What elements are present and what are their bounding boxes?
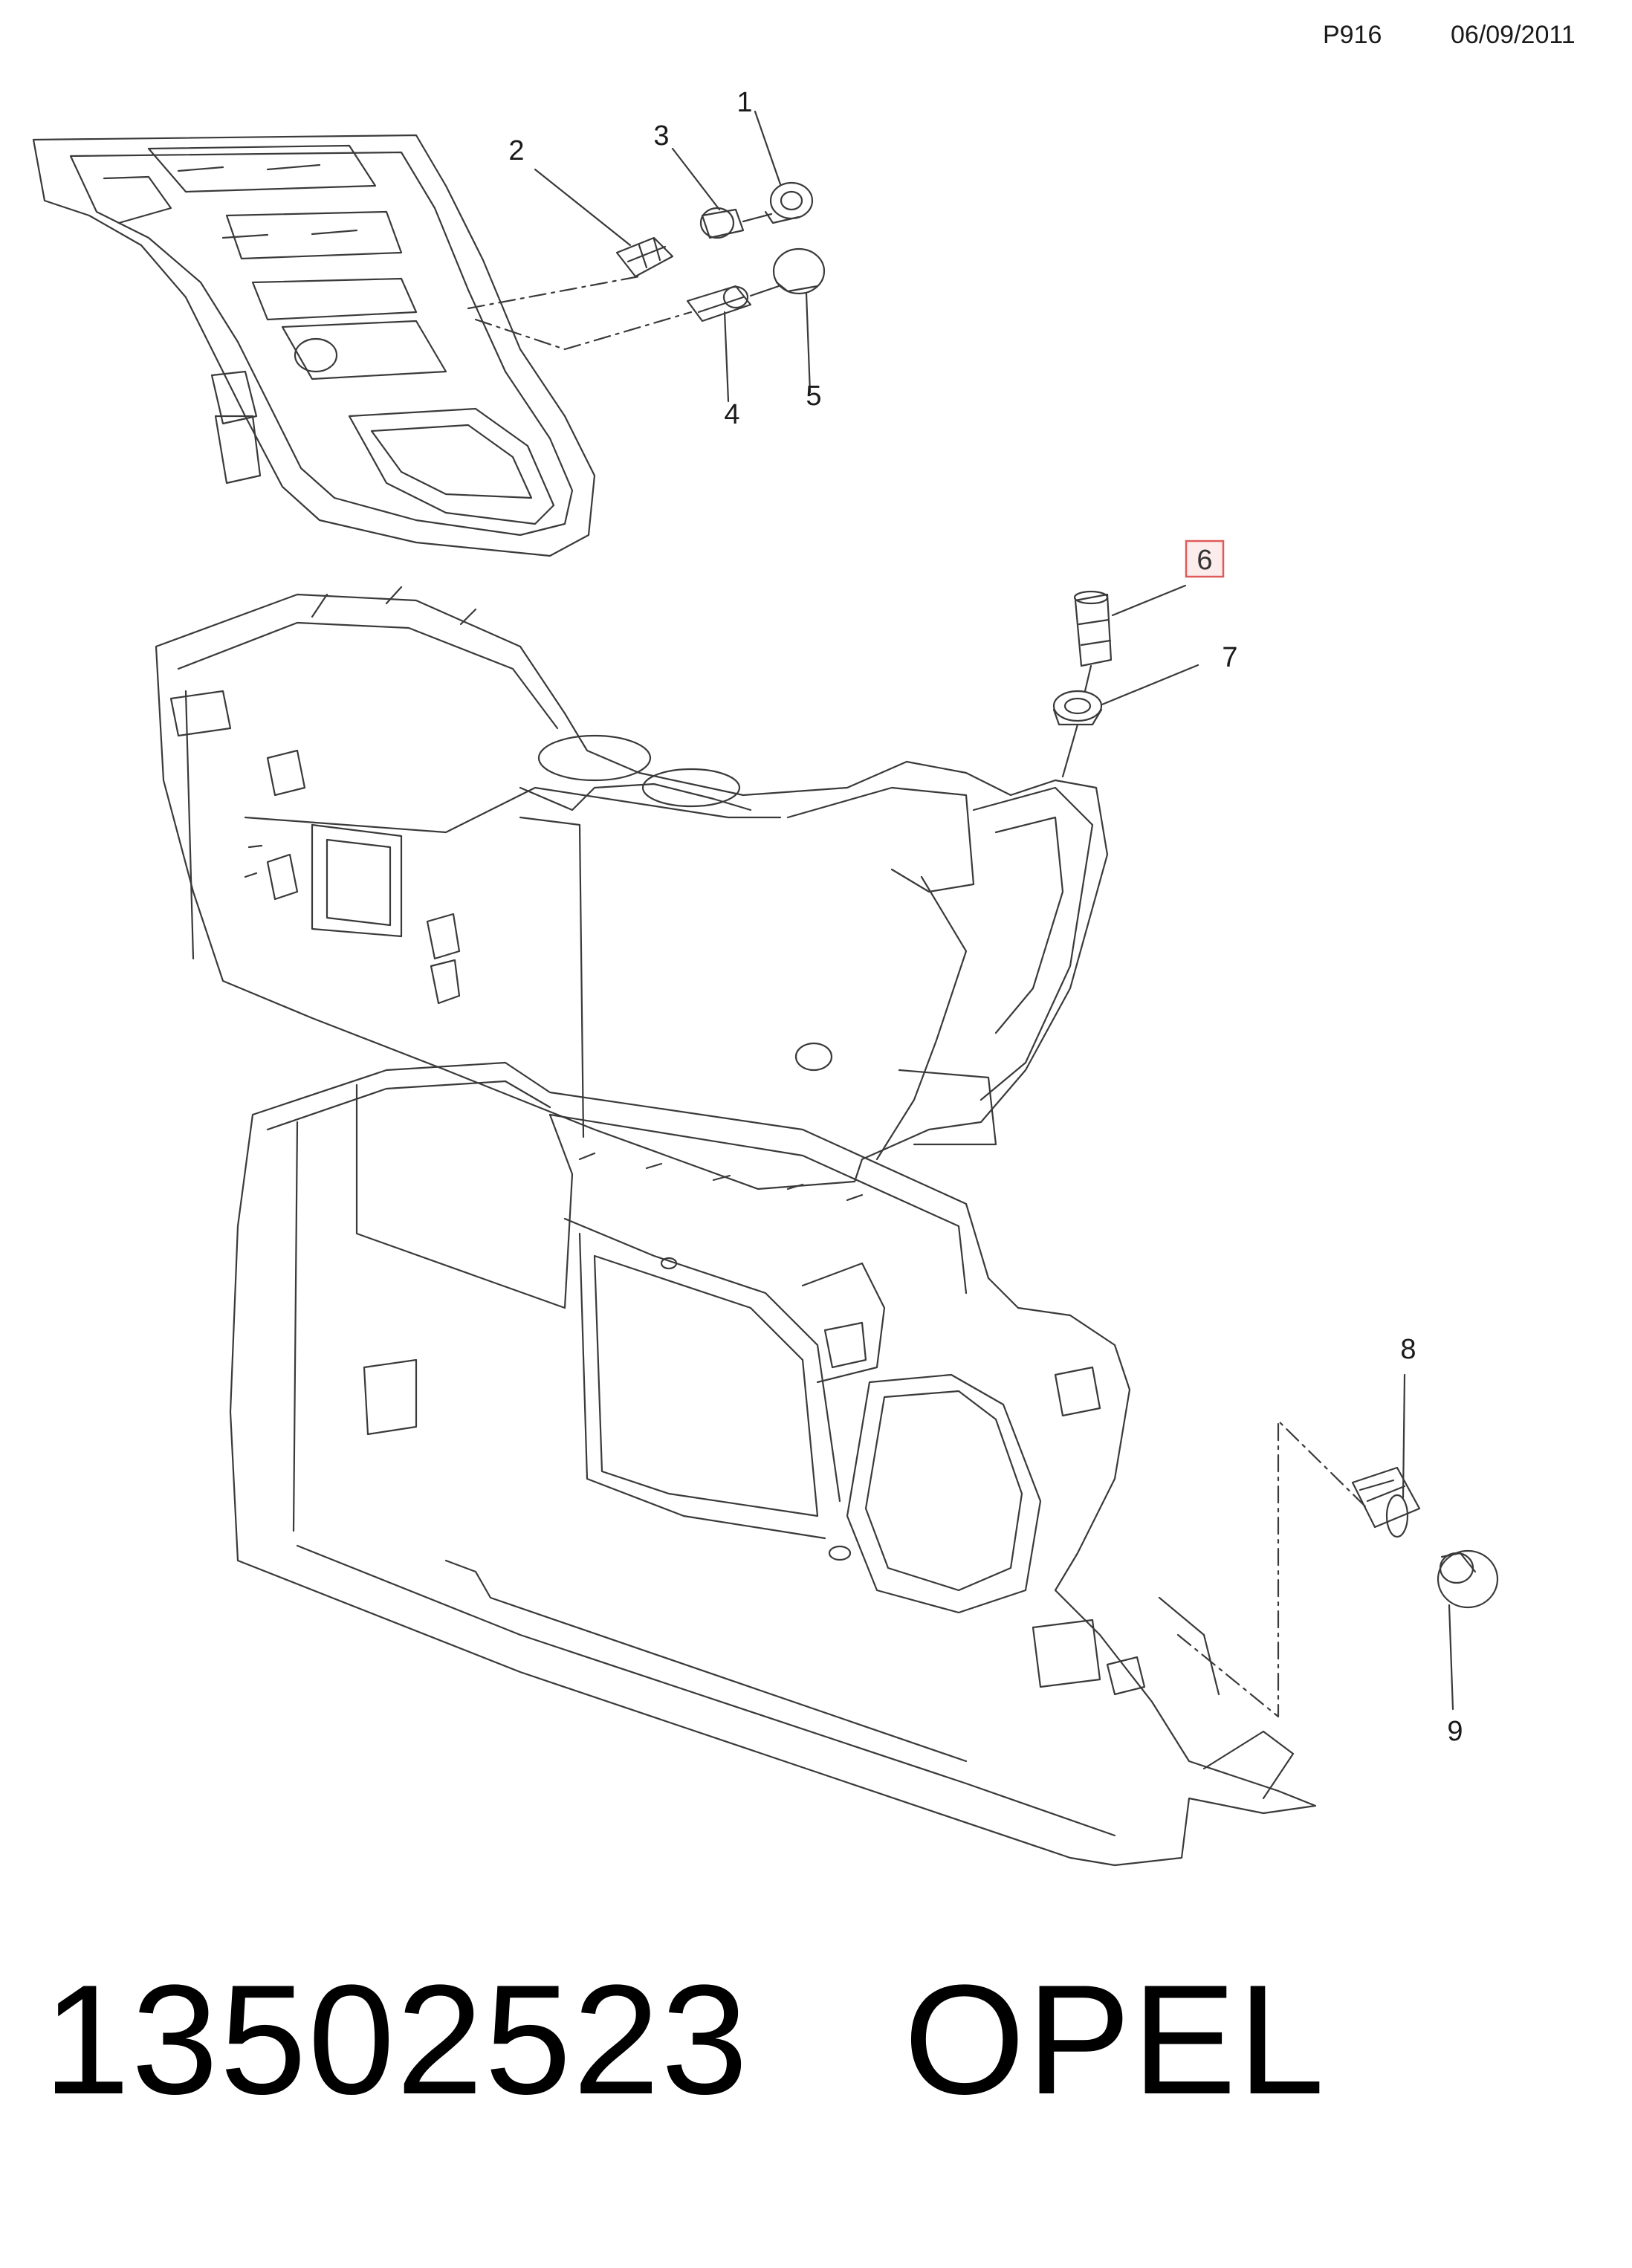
callout-5: 5	[806, 380, 821, 412]
callout-2: 2	[508, 135, 524, 166]
part-7-grommet	[1052, 690, 1103, 726]
callout-9: 9	[1447, 1716, 1463, 1747]
part-1-lighter	[742, 181, 814, 224]
part-4-socket	[686, 285, 752, 323]
upper-console-trim-panel	[32, 134, 596, 557]
callout-1: 1	[736, 87, 752, 118]
center-console	[155, 586, 1109, 1190]
callout-4: 4	[724, 399, 739, 430]
callout-7: 7	[1222, 642, 1237, 673]
callout-6-highlight	[1185, 540, 1225, 578]
diagram-code: P916	[1323, 21, 1382, 49]
part-9-cap	[1437, 1549, 1499, 1609]
lower-side-trim-panel	[229, 1061, 1317, 1867]
part-number: 13502523	[43, 1952, 750, 2127]
part-8-clip	[1351, 1466, 1421, 1538]
callout-8: 8	[1400, 1334, 1416, 1365]
diagram-date: 06/09/2011	[1451, 21, 1576, 49]
part-2-socket	[615, 236, 674, 278]
part-5-cap	[749, 247, 826, 297]
part-6-clip	[1073, 590, 1113, 667]
callout-6: 6	[1197, 545, 1212, 576]
brand-name: OPEL	[904, 1952, 1327, 2127]
callout-3: 3	[653, 120, 669, 152]
part-3-housing	[699, 207, 745, 239]
